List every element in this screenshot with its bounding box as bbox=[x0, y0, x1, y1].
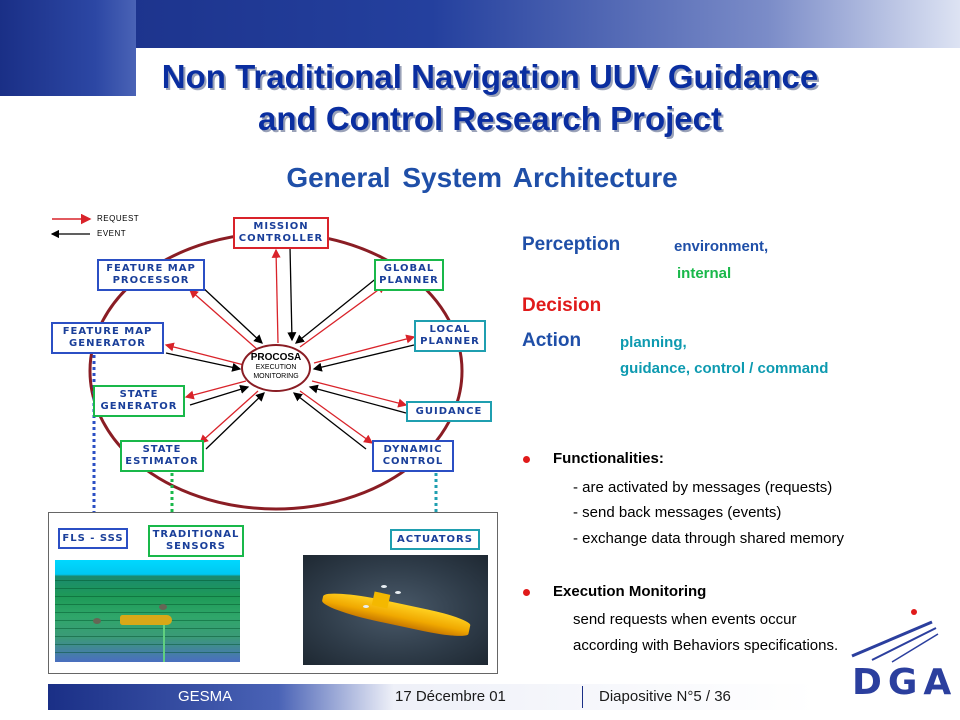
execution-monitoring-item: send requests when events occur bbox=[573, 611, 797, 628]
execution-monitoring-item: according with Behaviors specifications. bbox=[573, 637, 839, 654]
footer-slide-number: Diapositive N°5 / 36 bbox=[599, 688, 731, 705]
functionalities-item: - exchange data through shared memory bbox=[573, 530, 844, 547]
node-actuators: ACTUATORS bbox=[390, 529, 480, 550]
procosa-execution-monitoring: PROCOSA EXECUTION MONITORING bbox=[241, 344, 311, 392]
footer-divider bbox=[582, 686, 583, 708]
dga-logo: DGA bbox=[852, 662, 958, 703]
execution-monitoring-heading: Execution Monitoring bbox=[553, 583, 707, 600]
footer-org: GESMA bbox=[178, 688, 233, 705]
footer-date: 17 Décembre 01 bbox=[395, 688, 506, 705]
top-banner bbox=[0, 0, 960, 48]
title-line-2: and Control Research Project bbox=[258, 100, 722, 137]
perception-label: Perception bbox=[522, 234, 621, 255]
legend-request: REQUEST bbox=[97, 214, 140, 223]
auv-photo bbox=[303, 555, 488, 665]
decision-label: Decision bbox=[522, 295, 602, 316]
node-guidance: GUIDANCE bbox=[406, 401, 492, 422]
action-label: Action bbox=[522, 330, 582, 351]
bullet-icon bbox=[523, 589, 530, 596]
legend-event: EVENT bbox=[97, 229, 127, 238]
action-detail-2: guidance, control / command bbox=[620, 360, 829, 377]
bullet-icon bbox=[523, 456, 530, 463]
slide-title: Non Traditional Navigation UUV Guidance … bbox=[140, 56, 840, 140]
action-detail-1: planning, bbox=[620, 334, 687, 351]
slide-subtitle: General System Architecture bbox=[286, 162, 678, 193]
dga-logo-icon bbox=[851, 609, 939, 663]
sonar-image bbox=[55, 560, 240, 662]
functionalities-heading: Functionalities: bbox=[553, 450, 664, 467]
title-line-1: Non Traditional Navigation UUV Guidance bbox=[161, 58, 819, 95]
functionalities-item: - are activated by messages (requests) bbox=[573, 479, 833, 496]
left-banner bbox=[0, 0, 136, 96]
perception-detail-1: environment, bbox=[674, 238, 769, 255]
footer-bar bbox=[48, 684, 816, 710]
perception-detail-2: internal bbox=[677, 265, 732, 282]
functionalities-item: - send back messages (events) bbox=[573, 504, 782, 521]
node-fls-sss: FLS - SSS bbox=[58, 528, 128, 549]
